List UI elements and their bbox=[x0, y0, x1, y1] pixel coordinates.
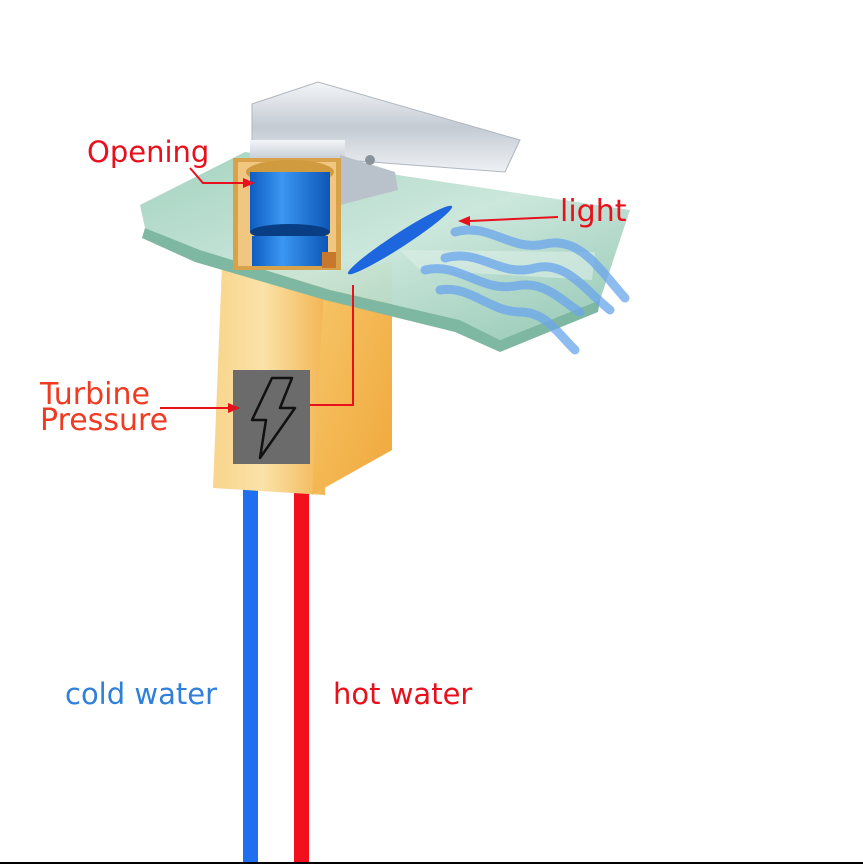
hot-water-label: hot water bbox=[333, 677, 473, 711]
hot-water-pipe bbox=[294, 460, 309, 862]
bottom-border bbox=[0, 862, 863, 864]
callout-lines bbox=[160, 167, 559, 413]
turbine-label: Turbine bbox=[40, 377, 150, 412]
lightning-bolt-icon bbox=[250, 376, 297, 460]
cold-water-label: cold water bbox=[65, 677, 217, 711]
opening-label: Opening bbox=[87, 135, 210, 169]
water-stream bbox=[420, 225, 630, 355]
light-label: light bbox=[560, 194, 627, 229]
turbine-generator bbox=[233, 370, 310, 464]
cold-water-pipe bbox=[243, 462, 258, 862]
led-light bbox=[347, 205, 453, 275]
cartridge-cutaway bbox=[233, 158, 341, 270]
pressure-label: Pressure bbox=[40, 403, 169, 438]
turbine-pressure-label: Turbine Pressure bbox=[40, 377, 169, 438]
